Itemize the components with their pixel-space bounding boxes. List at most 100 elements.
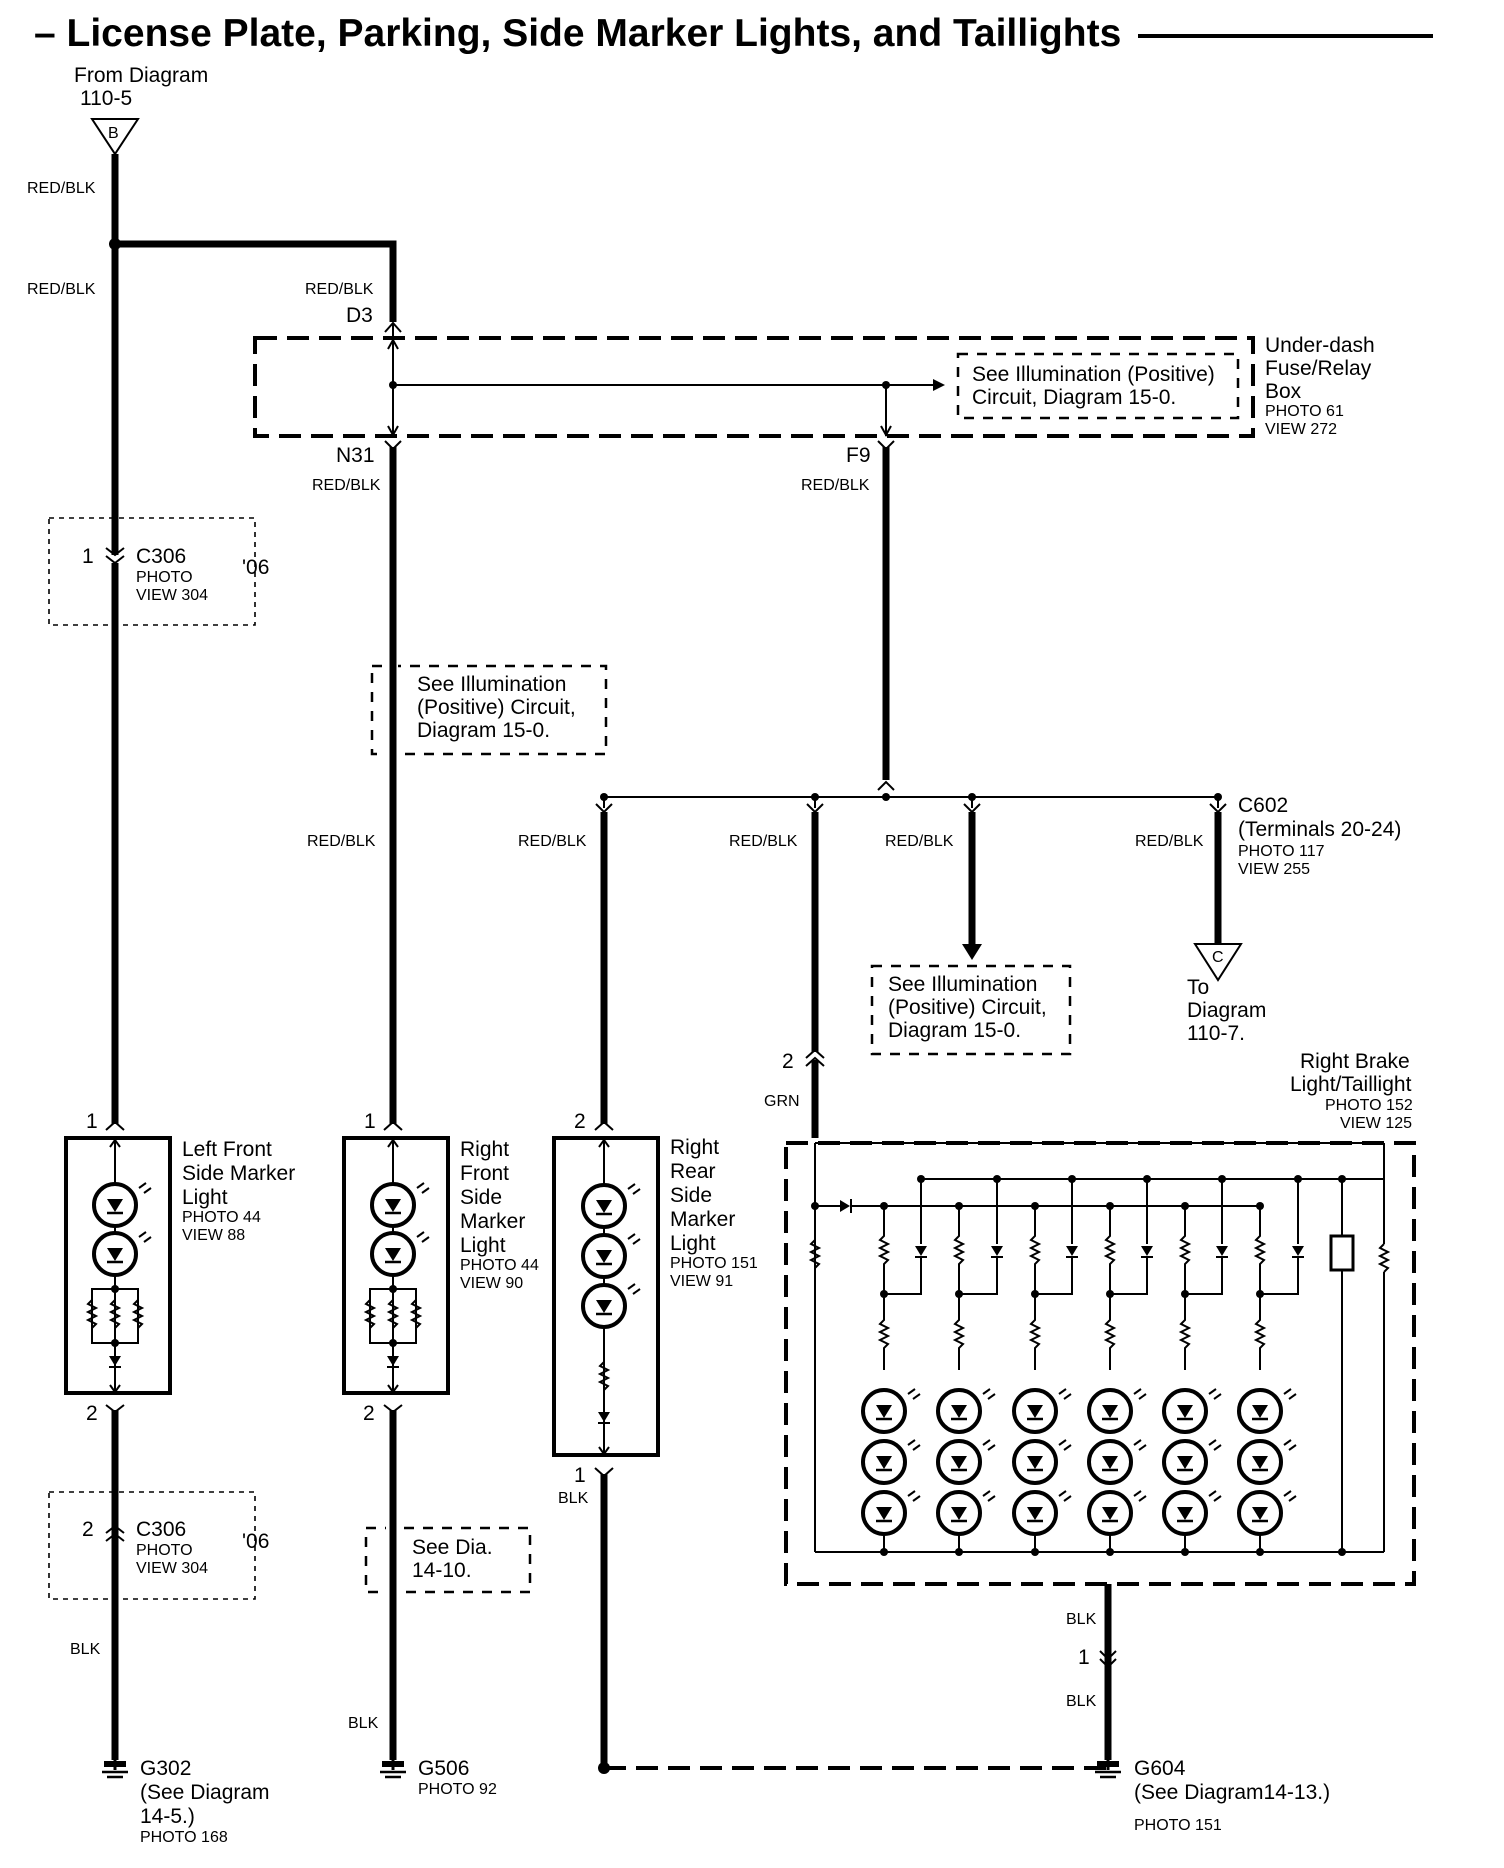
led-rays [1208,1490,1222,1502]
led-diode [951,1456,967,1469]
g506-photo: PHOTO 92 [418,1781,497,1798]
right-rear-photo: PHOTO 151 [670,1255,758,1272]
c306-top-name: C306 [136,545,186,568]
led-diode [951,1405,967,1418]
right-front-name-4: Marker [460,1210,525,1233]
pin-d3: D3 [346,304,373,327]
g604-photo: PHOTO 151 [1134,1817,1222,1834]
resistor-icon [1028,1294,1042,1370]
resistor-icon [1253,1294,1267,1370]
led-rays [1283,1439,1297,1451]
page-title: – License Plate, Parking, Side Marker Li… [34,12,1121,55]
illum-note-2-line3: Diagram 15-0. [888,1019,1021,1042]
wire-label-blk-brake-1: BLK [1066,1611,1097,1628]
led-diode [1252,1507,1268,1520]
g302-line2: 14-5.) [140,1805,195,1828]
c306-bottom-connector [105,1524,125,1534]
led-diode [1177,1507,1193,1520]
wire-label-blk-left: BLK [70,1641,101,1658]
wire-label-blk-rr: BLK [558,1490,589,1507]
led-icon [92,1231,152,1277]
g302-name: G302 [140,1757,191,1780]
right-front-name-1: Right [460,1138,509,1161]
fuse-box-note-line2: Circuit, Diagram 15-0. [972,386,1176,409]
led-diode [1027,1405,1043,1418]
g604-line: (See Diagram14-13.) [1134,1781,1330,1804]
led-icon [581,1183,641,1229]
right-rear-pin-top: 2 [574,1110,586,1133]
resistor-icon [952,1294,966,1370]
resistor-bank-icon [85,1285,145,1347]
wire-label-redblk-rr: RED/BLK [518,833,587,850]
wire-label-redblk-rf: RED/BLK [307,833,376,850]
diode-icon [1066,1246,1078,1256]
resistor-icon [877,1294,891,1370]
led-rays [1133,1490,1147,1502]
fuse-box-name-3: Box [1265,380,1302,403]
c306-bottom-connector-2 [105,1532,125,1542]
wire-label-redblk-illum: RED/BLK [885,833,954,850]
brake-name-2: Light/Taillight [1290,1073,1412,1096]
right-rear-arrow-bottom [598,1446,610,1456]
c602-view: VIEW 255 [1238,861,1310,878]
fuse-element-icon [1329,1175,1355,1556]
to-diagram-line1: To [1187,976,1209,999]
illum-note-2-line1: See Illumination [888,973,1037,996]
brake-resistor-left [808,1239,822,1269]
to-diagram-line3: 110-7. [1187,1022,1245,1045]
wire-label-redblk-brake: RED/BLK [729,833,798,850]
ground-icon [380,1760,406,1779]
ground-rail-node [1031,1548,1039,1556]
c306-bottom-box [48,1491,256,1600]
diode-lead [1110,1257,1148,1295]
brake-photo: PHOTO 152 [1325,1097,1413,1114]
left-front-name-1: Left Front [182,1138,272,1161]
left-front-photo: PHOTO 44 [182,1209,261,1226]
illum-note-1-line1: See Illumination [417,673,566,696]
left-front-name-2: Side Marker [182,1162,295,1185]
led-rays [1283,1388,1297,1400]
from-diagram-number: 110-5 [80,87,132,110]
to-diagram-letter: C [1212,949,1224,966]
right-rear-pin2-connector [594,1120,614,1131]
led-rays [907,1439,921,1451]
diode-lead [884,1257,922,1295]
left-front-view: VIEW 88 [182,1227,245,1244]
led-rays [1058,1388,1072,1400]
wire-label-grn: GRN [764,1093,800,1110]
right-front-pin-top: 1 [364,1110,376,1133]
diode-icon [109,1356,121,1368]
fuse-box-arrow-n31 [387,425,399,438]
led-diode [1102,1456,1118,1469]
brake-led-columns [861,1175,1304,1556]
left-front-pin-top: 1 [86,1110,98,1133]
right-rear-name-2: Rear [670,1160,716,1183]
brake-pin-bottom: 1 [1078,1646,1090,1669]
brake-name-1: Right Brake [1300,1050,1410,1073]
resistor-icon [1178,1206,1192,1294]
diode-icon [1141,1246,1153,1256]
illum-note-1-line3: Diagram 15-0. [417,719,550,742]
c306-bottom-pin: 2 [82,1518,94,1541]
g302-photo: PHOTO 168 [140,1829,228,1846]
brake-light-box [784,1141,1416,1586]
c306-top-connector [105,555,125,565]
diode-icon [1216,1246,1228,1256]
left-front-pin-bottom: 2 [86,1402,98,1425]
to-diagram-triangle [1193,943,1243,982]
right-front-pin1-connector [383,1120,403,1131]
c306-top-box [48,517,256,626]
fuse-box-bus-arrow [933,379,945,391]
fuse-relay-box [253,336,1255,438]
resistor-icon [1253,1206,1267,1294]
diode-lead [1260,1257,1299,1295]
c306-top-pin: 1 [82,545,94,568]
from-diagram-triangle [90,118,140,156]
wire-label-redblk-f9: RED/BLK [801,477,870,494]
led-rays [982,1490,996,1502]
led-diode [876,1507,892,1520]
illum-arrow [962,944,982,960]
diode-icon [1292,1246,1304,1256]
brake-pin1-connector-2 [1099,1658,1117,1669]
